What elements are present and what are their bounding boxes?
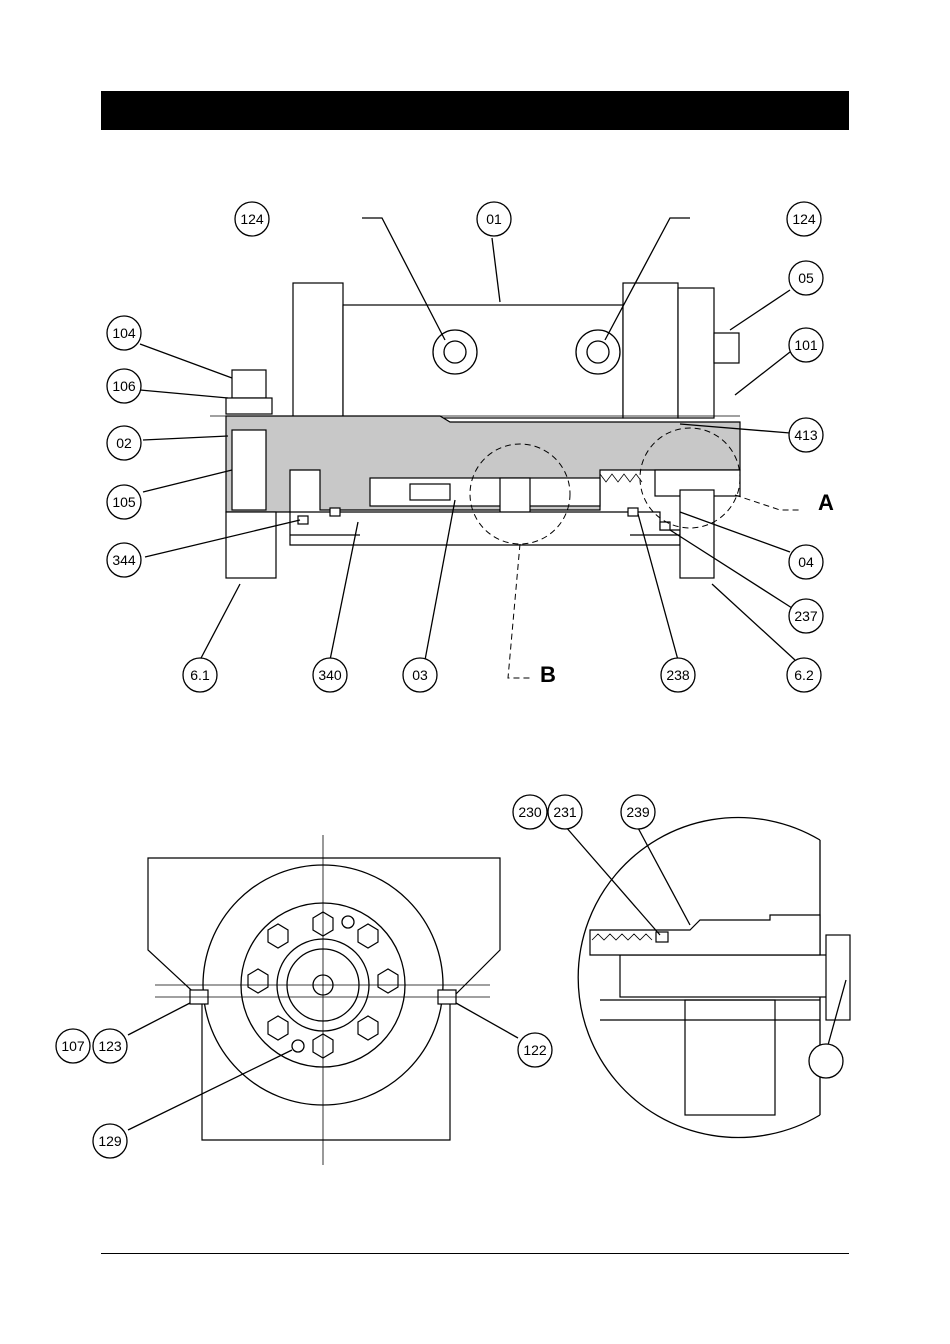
balloon-231: 231	[548, 795, 582, 829]
bolt-shank-left	[232, 430, 266, 510]
balloon-123: 123	[93, 1029, 127, 1063]
leg-6-1	[226, 512, 276, 578]
balloon-104: 104	[107, 316, 141, 350]
balloon-101: 101	[789, 328, 823, 362]
washer-left	[226, 398, 272, 414]
balloon-label: 413	[794, 427, 818, 443]
balloon-04: 04	[789, 545, 823, 579]
detail-shaft	[620, 955, 830, 997]
balloon-344: 344	[107, 543, 141, 577]
balloon-label: 6.2	[794, 667, 814, 683]
balloon-label: 124	[792, 211, 816, 227]
balloon-label: 107	[61, 1038, 85, 1054]
balloon-124: 124	[787, 202, 821, 236]
balloon-label: 05	[798, 270, 814, 286]
balloon-label: 238	[666, 667, 690, 683]
footer-rule	[101, 1253, 849, 1254]
detail-label-a: A	[818, 490, 834, 515]
balloon-124: 124	[235, 202, 269, 236]
balloon-6-2: 6.2	[787, 658, 821, 692]
right-flange	[623, 283, 678, 418]
balloon-237: 237	[789, 599, 823, 633]
balloon-label: 129	[98, 1133, 122, 1149]
balloon-239: 239	[621, 795, 655, 829]
balloon-238: 238	[661, 658, 695, 692]
balloon-label: 231	[553, 804, 577, 820]
balloon-label: 04	[798, 554, 814, 570]
thread-right	[600, 474, 642, 482]
balloon-label: 01	[486, 211, 502, 227]
balloon-label: 123	[98, 1038, 122, 1054]
bolt-head-right	[714, 333, 739, 363]
end-view	[148, 835, 500, 1165]
balloon-label: 105	[112, 494, 136, 510]
piston	[370, 478, 600, 506]
balloon-129: 129	[93, 1124, 127, 1158]
right-plate	[678, 288, 714, 418]
bolt-head-left	[232, 370, 266, 398]
balloon-label: 104	[112, 325, 136, 341]
leg-6-2	[680, 490, 714, 578]
detail-view	[578, 817, 850, 1137]
balloon-02: 02	[107, 426, 141, 460]
detail-body	[685, 1000, 775, 1115]
balloon-label: 239	[626, 804, 650, 820]
balloon-label: 106	[112, 378, 136, 394]
balloon-05: 05	[789, 261, 823, 295]
balloon-340: 340	[313, 658, 347, 692]
main-body	[343, 305, 623, 418]
balloon-122: 122	[518, 1033, 552, 1067]
bottom-cover	[290, 512, 680, 545]
balloon-01: 01	[477, 202, 511, 236]
balloon-413: 413	[789, 418, 823, 452]
balloon-label: 344	[112, 552, 136, 568]
balloon-label: 230	[518, 804, 542, 820]
balloon-230: 230	[513, 795, 547, 829]
balloon-blank	[809, 1044, 843, 1078]
balloon-label: 122	[523, 1042, 547, 1058]
balloon-107: 107	[56, 1029, 90, 1063]
balloon-03: 03	[403, 658, 437, 692]
detail-sleeve	[590, 915, 820, 955]
balloon-106: 106	[107, 369, 141, 403]
section-view	[210, 283, 800, 678]
balloon-label: 237	[794, 608, 818, 624]
balloon-label: 02	[116, 435, 132, 451]
left-flange	[293, 283, 343, 418]
balloon-label: 03	[412, 667, 428, 683]
balloon-label: 101	[794, 337, 818, 353]
balloon-label: 340	[318, 667, 342, 683]
balloon-label: 124	[240, 211, 264, 227]
piston-slot	[410, 484, 450, 500]
balloon-105: 105	[107, 485, 141, 519]
balloon-label: 6.1	[190, 667, 210, 683]
balloon-6-1: 6.1	[183, 658, 217, 692]
detail-label-b: B	[540, 662, 556, 687]
